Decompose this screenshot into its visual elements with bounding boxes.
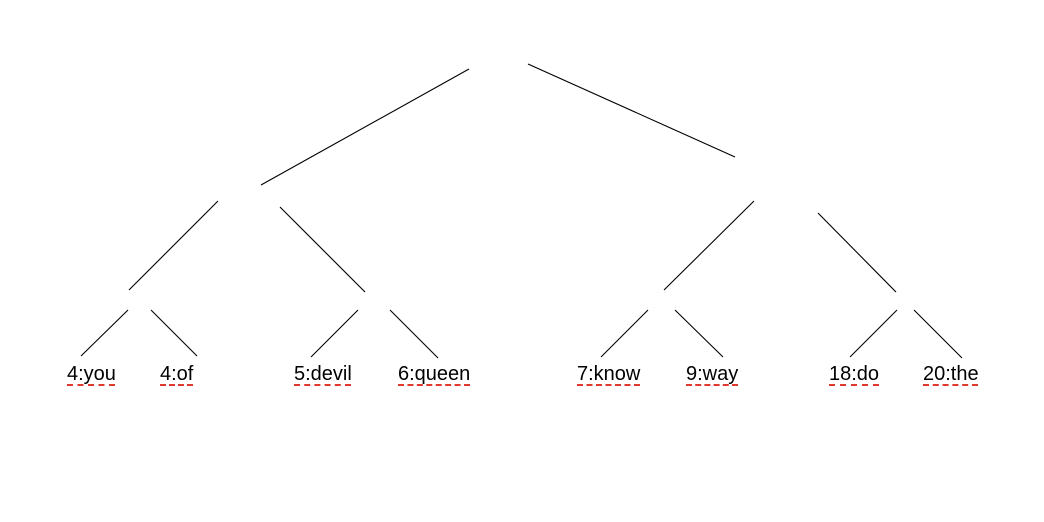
edge-l2b-right: [389, 309, 439, 359]
leaf-label: 20:the: [923, 363, 979, 385]
edge-root-left: [260, 68, 470, 186]
leaf-label: 4:you: [67, 363, 116, 385]
edge-root-right: [527, 63, 736, 158]
leaf-label: 6:queen: [398, 363, 471, 385]
edge-l2c-right: [674, 309, 724, 358]
edge-l2d-left: [849, 309, 898, 358]
leaf-label: 4:of: [160, 363, 194, 385]
leaf-label: 5:devil: [294, 363, 352, 385]
edge-l2b-left: [310, 309, 359, 358]
leaf-label: 9:way: [686, 363, 739, 385]
edge-l2d-right: [913, 309, 963, 359]
edge-l2a-left: [80, 309, 129, 357]
leaf-label: 7:know: [577, 363, 641, 385]
edge-l1a-right: [279, 206, 366, 293]
edge-l2c-left: [600, 309, 649, 358]
edge-l1b-left: [663, 200, 755, 291]
edge-l1b-right: [817, 212, 897, 293]
leaf-label: 18:do: [829, 363, 880, 385]
edge-l2a-right: [150, 309, 198, 357]
edge-l1a-left: [128, 200, 219, 291]
